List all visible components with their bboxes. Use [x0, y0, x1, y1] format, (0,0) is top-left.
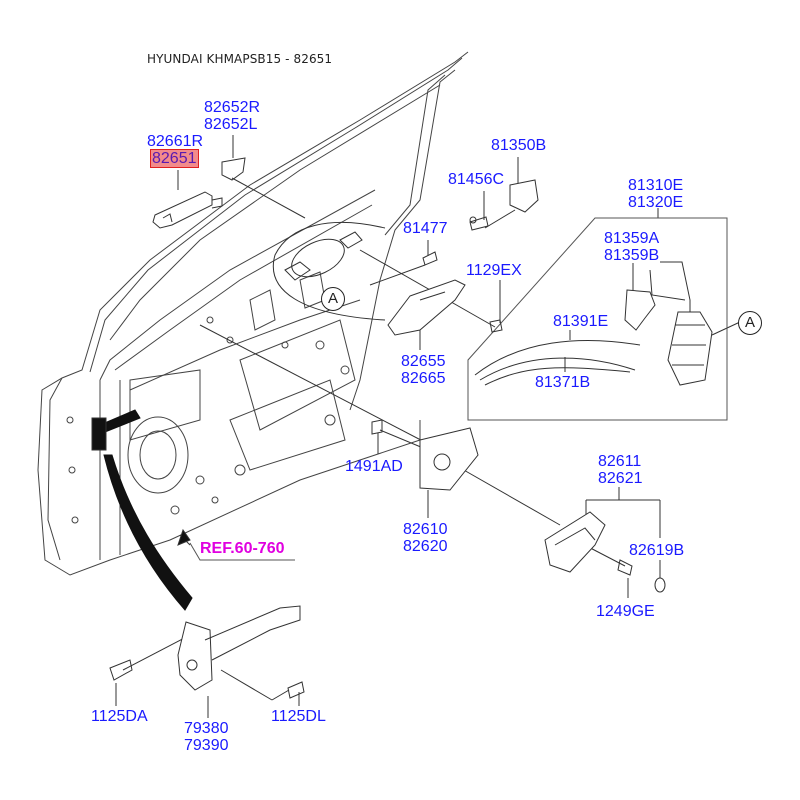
reference-link[interactable]: REF.60-760 [200, 540, 285, 557]
part-label-82611[interactable]: 82611 82621 [598, 453, 643, 487]
part-label-81310[interactable]: 81310E 81320E [628, 177, 683, 211]
outside-handle-part [152, 191, 223, 229]
part-number[interactable]: 81310E [628, 177, 684, 194]
part-label-1491[interactable]: 1491AD [345, 458, 403, 475]
part-number[interactable]: 1129EX [466, 262, 522, 279]
part-number[interactable]: 1249GE [596, 603, 655, 620]
part-number[interactable]: 82621 [598, 470, 643, 487]
part-label-81350[interactable]: 81350B [491, 137, 546, 154]
part-label-82661[interactable]: 82661R [147, 133, 203, 150]
leader-lines [115, 135, 741, 718]
part-number[interactable]: 81371B [535, 374, 591, 391]
part-label-1125da[interactable]: 1125DA [91, 708, 148, 725]
part-number[interactable]: 81456C [448, 171, 505, 188]
part-label-81371[interactable]: 81371B [535, 374, 590, 391]
part-label-82652[interactable]: 82652R 82652L [204, 99, 260, 133]
diagram-title: HYUNDAI KHMAPSB15 - 82651 [147, 52, 333, 66]
part-number[interactable]: 82620 [403, 538, 448, 555]
part-number[interactable]: 79390 [184, 737, 229, 754]
part-number[interactable]: 81320E [628, 194, 684, 211]
part-number[interactable]: 1125DA [91, 708, 148, 725]
callout-a-door: A [321, 287, 345, 311]
part-number[interactable]: 82665 [401, 370, 446, 387]
part-label-1249[interactable]: 1249GE [596, 603, 655, 620]
part-number[interactable]: 81359B [604, 247, 660, 264]
part-number-highlighted[interactable]: 82651 [150, 149, 199, 168]
lock-assembly-box [467, 217, 728, 421]
part-number[interactable]: 82611 [598, 453, 642, 470]
part-number[interactable]: 82655 [401, 353, 446, 370]
part-label-81391[interactable]: 81391E [553, 313, 608, 330]
handle-recess-detail [272, 222, 386, 321]
part-label-1129[interactable]: 1129EX [466, 262, 522, 279]
part-label-81359[interactable]: 81359A 81359B [604, 230, 659, 264]
part-label-79380[interactable]: 79380 79390 [184, 720, 229, 754]
part-number[interactable]: 81391E [553, 313, 609, 330]
lock-parts [109, 179, 713, 699]
part-number[interactable]: 82652L [204, 116, 258, 133]
part-number[interactable]: 1125DL [271, 708, 326, 725]
part-number[interactable]: 82610 [403, 521, 448, 538]
part-label-82655[interactable]: 82655 82665 [401, 353, 446, 387]
part-number[interactable]: 81359A [604, 230, 660, 247]
part-number[interactable]: 82652R [204, 99, 261, 116]
part-label-81477[interactable]: 81477 [403, 220, 448, 237]
wiring-harness [91, 409, 193, 611]
part-label-1125dl[interactable]: 1125DL [271, 708, 326, 725]
part-number[interactable]: 82619B [629, 542, 685, 559]
part-number[interactable]: 1491AD [345, 458, 403, 475]
callout-a-lock: A [738, 311, 762, 335]
handle-cover-part [221, 157, 246, 181]
part-label-82651-selected[interactable]: 82651 [150, 149, 199, 168]
part-label-81456[interactable]: 81456C [448, 171, 504, 188]
part-number[interactable]: 81350B [491, 137, 547, 154]
part-number[interactable]: 79380 [184, 720, 229, 737]
part-label-82619[interactable]: 82619B [629, 542, 684, 559]
part-number[interactable]: 82661R [147, 133, 204, 150]
part-number[interactable]: 81477 [403, 220, 448, 237]
part-label-82610[interactable]: 82610 82620 [403, 521, 448, 555]
